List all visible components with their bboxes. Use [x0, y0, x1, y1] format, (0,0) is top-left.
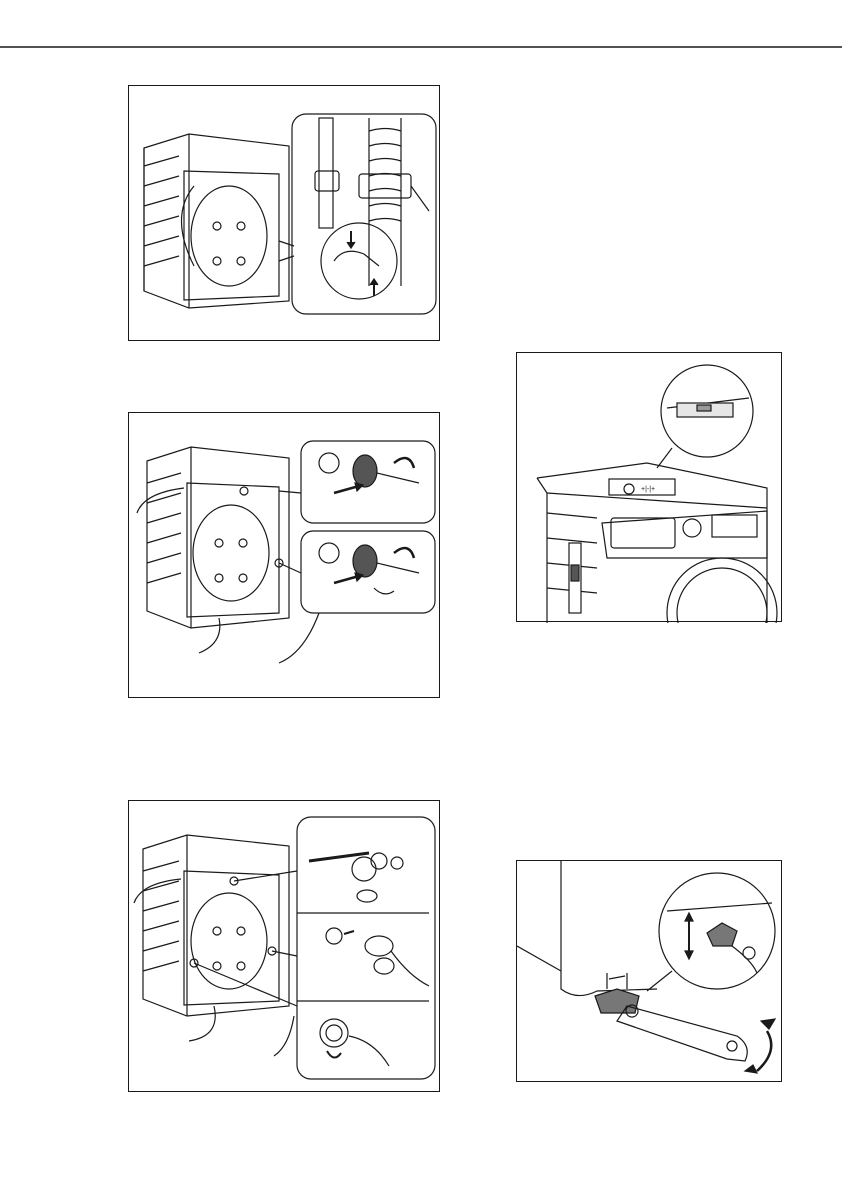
header-rule — [0, 0, 842, 60]
figure-spirit-level: +|-|+ — [516, 352, 782, 622]
drain-hose-clip-icon — [129, 86, 441, 342]
figure-adjust-feet — [516, 860, 782, 1082]
figure-drain-hose-clip — [128, 85, 440, 341]
spirit-level-icon: +|-|+ — [517, 353, 783, 623]
level-label: +|-|+ — [641, 486, 655, 493]
figure-insert-plastic-caps — [128, 800, 440, 1092]
plastic-cap-insert-icon — [129, 801, 441, 1093]
adjustable-foot-icon — [517, 861, 783, 1083]
transit-bolt-removal-icon — [129, 413, 441, 699]
figure-remove-transit-bolts — [128, 412, 440, 698]
